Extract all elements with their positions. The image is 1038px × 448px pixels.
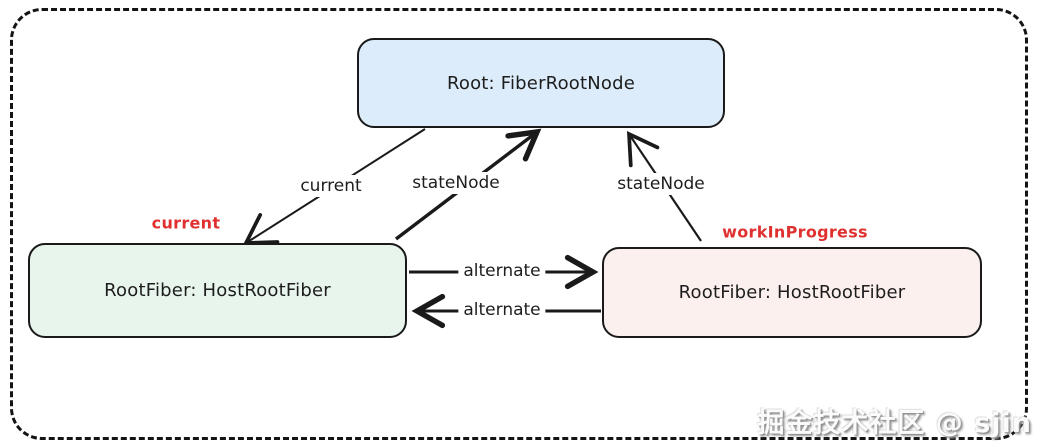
edge-label-statenode-right: stateNode [612,173,710,195]
edge-label-current: current [295,175,367,197]
edge-label-alternate-top: alternate [458,260,546,282]
annotation-current: current [151,213,221,233]
node-fiber-root-node: Root: FiberRootNode [357,38,725,128]
node-wip-host-root-fiber-label: RootFiber: HostRootFiber [678,282,906,303]
watermark: 掘金技术社区 @ sjin [757,408,1032,439]
node-current-host-root-fiber-label: RootFiber: HostRootFiber [104,280,331,301]
node-fiber-root-node-label: Root: FiberRootNode [446,72,636,94]
annotation-work-in-progress: workInProgress [722,222,868,242]
node-wip-host-root-fiber: RootFiber: HostRootFiber [602,247,982,338]
edge-label-alternate-bottom: alternate [458,299,546,321]
edge-label-statenode-left: stateNode [407,172,505,194]
node-current-host-root-fiber: RootFiber: HostRootFiber [28,243,407,338]
